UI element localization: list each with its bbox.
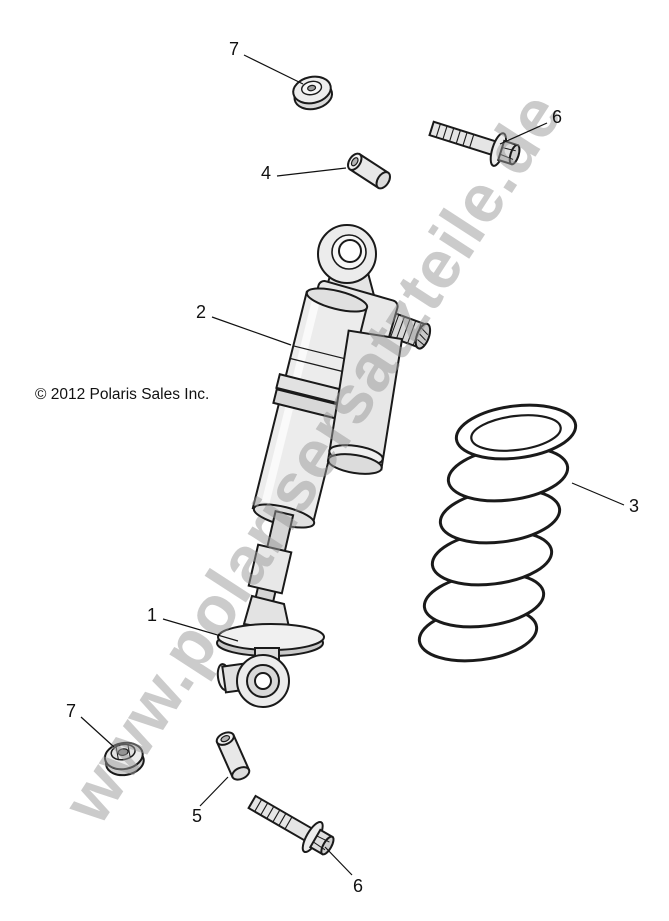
spacer-bottom <box>215 731 251 781</box>
callout-label-4: 4 <box>261 163 271 183</box>
spacer-top <box>347 152 391 190</box>
callout-label-3: 3 <box>629 496 639 516</box>
callout-label-2: 2 <box>196 302 206 322</box>
shock-reservoir <box>326 329 404 475</box>
callout-numbers: 7 6 4 2 3 1 7 5 6 <box>66 39 639 896</box>
callout-leader-6-bottom <box>324 846 353 876</box>
callout-leader-7-bottom <box>80 716 115 748</box>
callout-leader-1 <box>162 618 239 642</box>
callout-label-6-bottom: 6 <box>353 876 363 896</box>
callout-leader-3 <box>571 482 625 506</box>
callout-label-6-top: 6 <box>552 107 562 127</box>
callout-leader-6-top <box>499 122 548 145</box>
flange-nut-top <box>292 75 334 111</box>
hex-flange-bolt-bottom <box>247 794 335 856</box>
hex-flange-bolt-top <box>428 120 521 167</box>
shock-shaft <box>247 509 295 607</box>
callout-label-1: 1 <box>147 605 157 625</box>
coil-spring <box>417 403 578 663</box>
flange-nut-bottom <box>103 741 145 777</box>
callout-label-7-bottom: 7 <box>66 701 76 721</box>
callout-leader-5 <box>199 776 229 807</box>
callout-leader-7-top <box>243 54 304 85</box>
shock-top-eyelet <box>317 224 377 284</box>
spring-seat <box>216 623 325 663</box>
callouts <box>80 54 625 876</box>
callout-leader-2 <box>211 316 292 346</box>
copyright-notice: © 2012 Polaris Sales Inc. <box>35 386 209 403</box>
callout-label-5: 5 <box>192 806 202 826</box>
callout-leader-4 <box>276 167 347 177</box>
lower-mount-bushing <box>216 654 290 708</box>
shock-absorber <box>216 224 432 708</box>
callout-label-7-top: 7 <box>229 39 239 59</box>
